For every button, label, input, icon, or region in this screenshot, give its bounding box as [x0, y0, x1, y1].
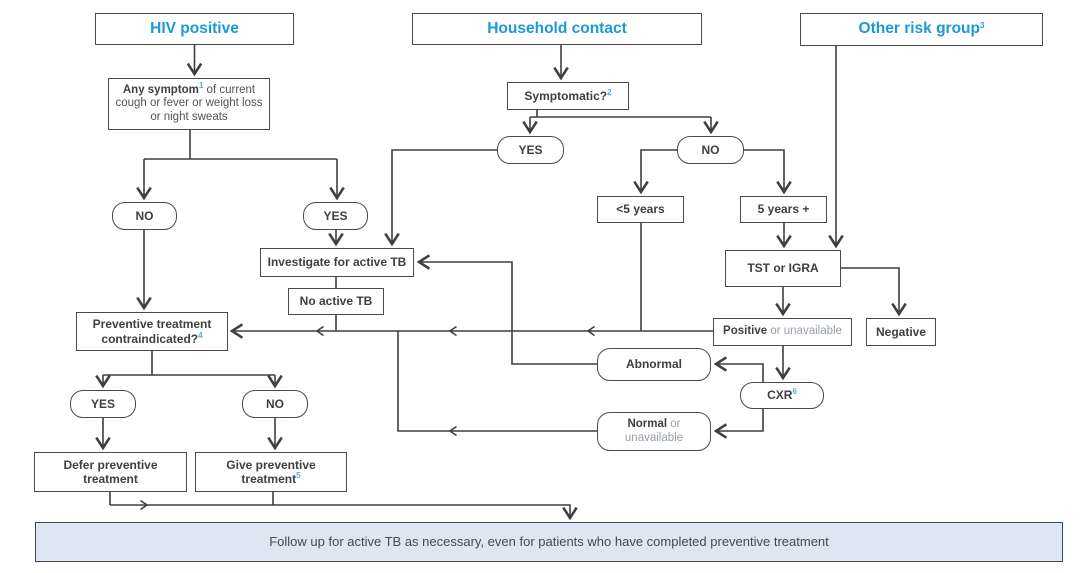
node-under-5-years: <5 years: [597, 196, 684, 223]
node-tst-or-igra: TST or IGRA: [725, 250, 841, 287]
footnote-superscript-1: 1: [198, 80, 204, 90]
decision-no-symptomatic: NO: [677, 136, 744, 164]
decision-yes-hiv-symptoms: YES: [303, 202, 368, 230]
decision-no-label: NO: [266, 396, 284, 411]
footnote-superscript-2: 2: [607, 87, 612, 97]
node-positive-or-unavailable: Positive or unavailable: [713, 318, 852, 346]
node-any-symptom-label: Any symptom1 of current cough or fever o…: [115, 80, 263, 123]
decision-no-label: NO: [701, 142, 720, 157]
decision-yes-label: YES: [323, 208, 348, 223]
decision-yes-symptomatic: YES: [497, 136, 564, 164]
follow-up-banner: Follow up for active TB as necessary, ev…: [35, 522, 1063, 562]
footnote-superscript-6: 6: [792, 387, 797, 397]
node-5-years-plus: 5 years +: [740, 196, 827, 223]
decision-no-label: NO: [135, 208, 154, 223]
node-preventive-treatment-contraindicated-label: Preventive treatment contraindicated?4: [92, 317, 212, 346]
decision-yes-contraindicated: YES: [70, 390, 136, 418]
node-no-active-tb: No active TB: [288, 288, 384, 315]
footnote-superscript-5: 5: [296, 471, 301, 480]
header-hiv-positive-label: HIV positive: [150, 19, 239, 37]
flow-arrows: [95, 45, 907, 518]
node-give-preventive-treatment: Give preventive treatment5: [195, 452, 347, 492]
node-negative-label: Negative: [875, 324, 927, 339]
header-household-contact: Household contact: [412, 13, 702, 45]
node-no-active-tb-label: No active TB: [299, 294, 373, 309]
node-investigate-active-tb-label: Investigate for active TB: [267, 255, 407, 270]
decision-yes-label: YES: [518, 142, 543, 157]
decision-yes-label: YES: [90, 396, 115, 411]
header-other-risk-group: Other risk group3: [800, 13, 1043, 46]
node-abnormal: Abnormal: [597, 348, 711, 381]
header-hiv-positive: HIV positive: [95, 13, 294, 45]
node-cxr-label: CXR6: [767, 387, 797, 403]
node-symptomatic: Symptomatic?2: [507, 82, 629, 110]
node-symptomatic-label: Symptomatic?2: [524, 87, 612, 103]
node-give-preventive-treatment-label: Give preventive treatment5: [226, 457, 316, 486]
node-cxr: CXR6: [740, 382, 824, 409]
node-preventive-treatment-contraindicated: Preventive treatment contraindicated?4: [76, 312, 228, 351]
node-under-5-years-label: <5 years: [616, 202, 665, 217]
header-household-contact-label: Household contact: [487, 19, 627, 37]
node-negative: Negative: [866, 318, 936, 346]
footnote-superscript-4: 4: [198, 330, 203, 340]
node-tst-or-igra-label: TST or IGRA: [747, 261, 819, 276]
node-normal-or-unavailable-label: Normal or unavailable: [624, 417, 684, 444]
node-abnormal-label: Abnormal: [625, 357, 682, 372]
node-5-years-plus-label: 5 years +: [757, 202, 810, 217]
node-any-symptom: Any symptom1 of current cough or fever o…: [108, 78, 270, 130]
node-investigate-active-tb: Investigate for active TB: [260, 248, 414, 277]
decision-no-contraindicated: NO: [242, 390, 308, 418]
decision-no-hiv-symptoms: NO: [112, 202, 177, 230]
footnote-superscript-3: 3: [979, 21, 985, 31]
node-defer-preventive-treatment: Defer preventive treatment: [34, 452, 187, 492]
node-normal-or-unavailable: Normal or unavailable: [597, 412, 711, 451]
node-positive-or-unavailable-label: Positive or unavailable: [723, 325, 842, 338]
header-other-risk-group-label: Other risk group3: [858, 20, 985, 38]
follow-up-banner-label: Follow up for active TB as necessary, ev…: [269, 534, 829, 550]
node-defer-preventive-treatment-label: Defer preventive treatment: [63, 457, 158, 486]
